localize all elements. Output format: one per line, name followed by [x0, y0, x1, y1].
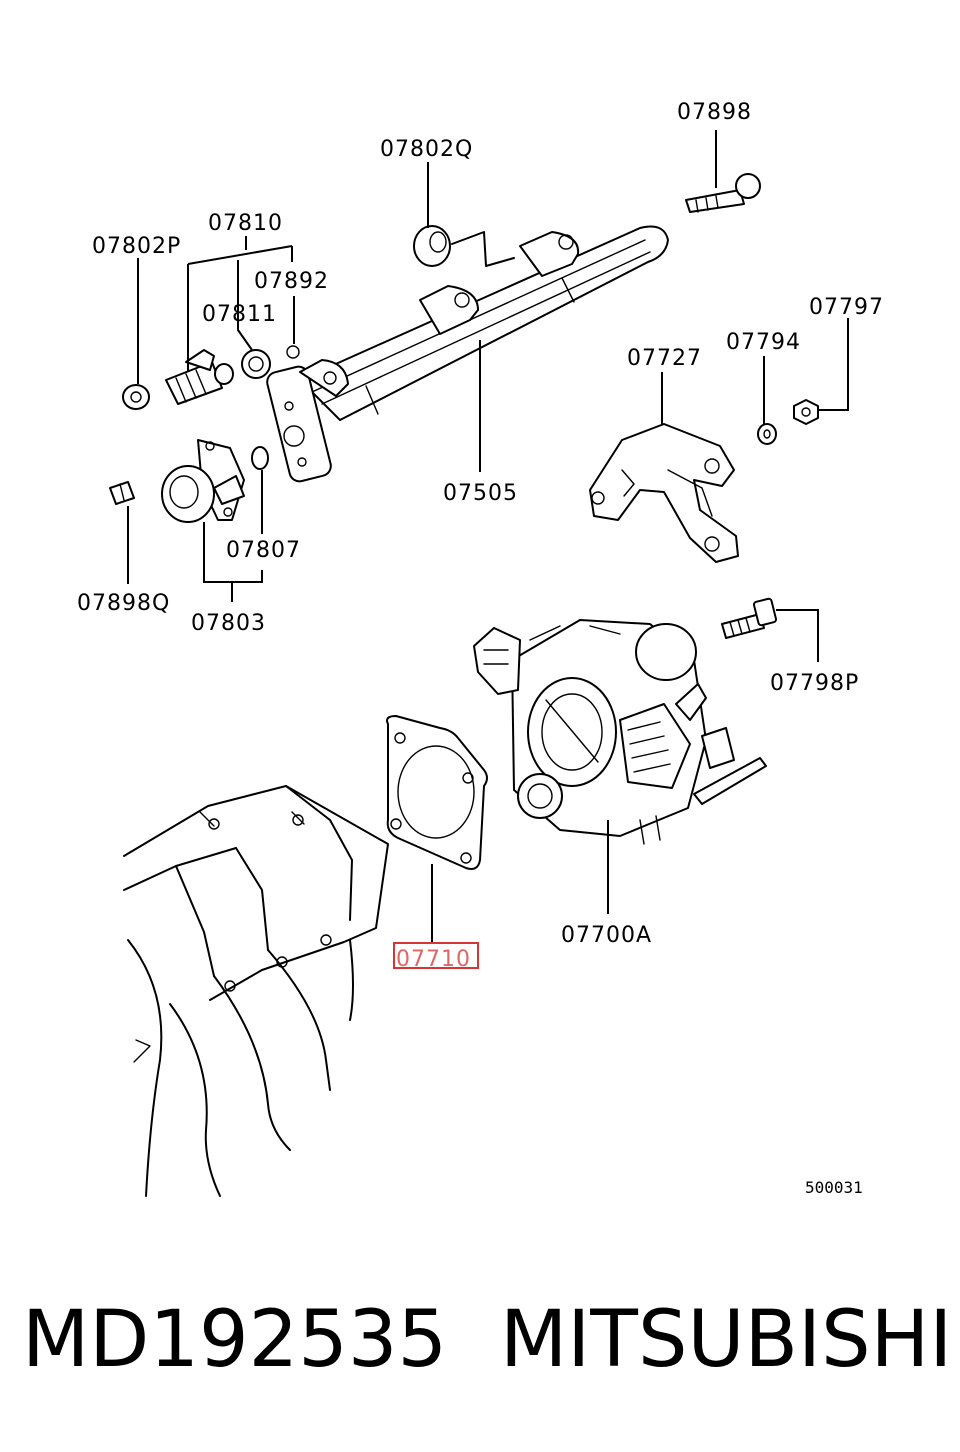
- callout-07811[interactable]: 07811: [202, 302, 277, 327]
- part-number: MD192535: [22, 1295, 448, 1385]
- diagram-reference-number: 500031: [805, 1178, 863, 1197]
- callout-07710[interactable]: 07710: [396, 947, 471, 972]
- bolt-07898-drawing: [685, 173, 761, 213]
- fuel-rail-drawing: [266, 225, 669, 483]
- insulator-07802q-drawing: [413, 225, 515, 267]
- callout-07898[interactable]: 07898: [677, 100, 752, 125]
- callout-07797[interactable]: 07797: [809, 295, 884, 320]
- parts-diagram: 07898 07802Q 07810 07802P 07892 07811 07…: [77, 100, 884, 1197]
- callout-07505[interactable]: 07505: [443, 481, 518, 506]
- footer: MD192535 MITSUBISHI: [0, 1285, 960, 1395]
- callout-07803[interactable]: 07803: [191, 611, 266, 636]
- callout-07794[interactable]: 07794: [726, 330, 801, 355]
- callout-07802p[interactable]: 07802P: [92, 234, 181, 259]
- pressure-regulator-drawing: [109, 439, 269, 523]
- brand-name: MITSUBISHI: [500, 1295, 953, 1385]
- highlight-box: [393, 942, 479, 969]
- intake-manifold-drawing: [123, 785, 389, 1197]
- leader-lines: [127, 130, 849, 944]
- callout-07810[interactable]: 07810: [208, 211, 283, 236]
- callout-07798p[interactable]: 07798P: [770, 671, 859, 696]
- gasket-07710-drawing: [386, 715, 488, 870]
- injector-drawing: [122, 345, 300, 410]
- callout-07700a[interactable]: 07700A: [561, 923, 652, 948]
- callout-07807[interactable]: 07807: [226, 538, 301, 563]
- bolt-07798p-drawing: [721, 597, 777, 639]
- bracket-07727-drawing: [589, 399, 819, 563]
- callout-07727[interactable]: 07727: [627, 346, 702, 371]
- throttle-body-drawing: [473, 619, 767, 845]
- callout-07898q[interactable]: 07898Q: [77, 591, 170, 616]
- callout-07802q[interactable]: 07802Q: [380, 137, 473, 162]
- callout-07892[interactable]: 07892: [254, 269, 329, 294]
